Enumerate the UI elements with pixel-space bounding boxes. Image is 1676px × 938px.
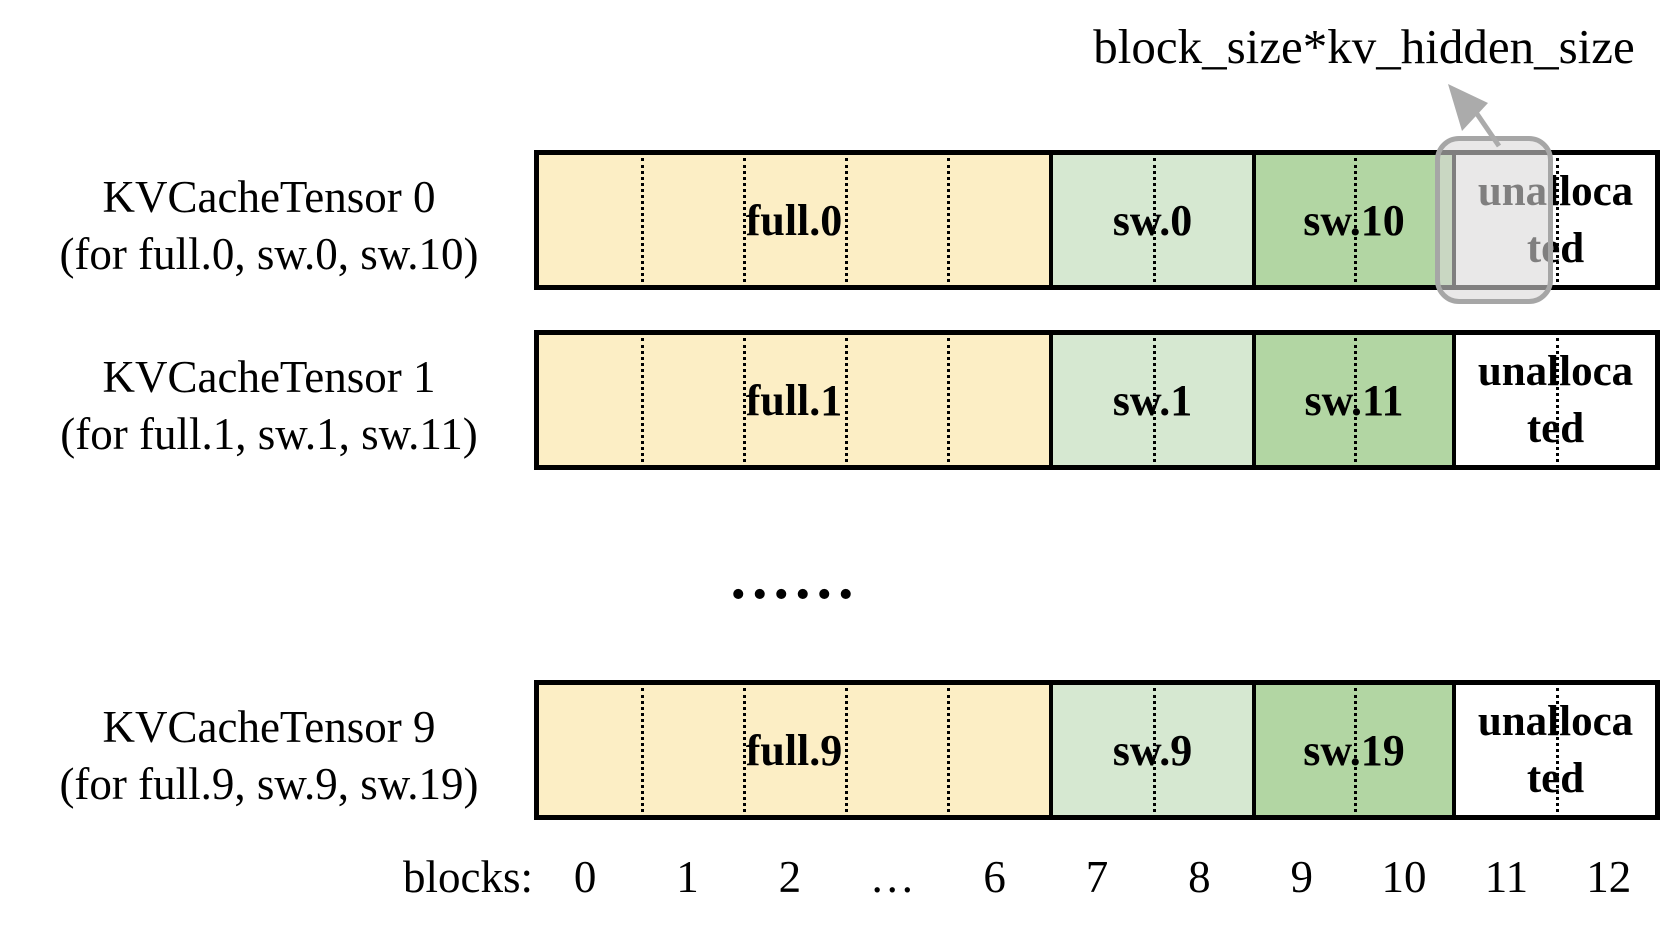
row1-sw-a-segment: sw.1: [1049, 335, 1252, 465]
row1-sw-a-label: sw.1: [1112, 375, 1193, 425]
axis-tick: 7: [1085, 852, 1109, 902]
block-divider: [1555, 338, 1559, 462]
row0-full-segment: full.0: [539, 155, 1049, 285]
row0-label: KVCacheTensor 0 (for full.0, sw.0, sw.10…: [8, 156, 530, 296]
row9-sw-a-segment: sw.9: [1049, 685, 1252, 815]
block-divider: [1555, 688, 1559, 812]
row9-tensor-bar: full.9 sw.9 sw.19 unalloca ted: [534, 680, 1660, 820]
block-divider: [641, 688, 644, 812]
block-divider: [1152, 338, 1156, 462]
row0-sw-b-segment: sw.10: [1252, 155, 1452, 285]
row1-unallocated-segment: unalloca ted: [1452, 335, 1655, 465]
row0-sw-b-label: sw.10: [1303, 195, 1405, 245]
block-divider: [1152, 688, 1156, 812]
row9-subtitle: (for full.9, sw.9, sw.19): [59, 759, 479, 809]
axis-tick: 10: [1381, 852, 1427, 902]
block-divider: [1555, 158, 1559, 282]
block-divider: [1354, 338, 1357, 462]
arrowhead-icon: [1448, 84, 1488, 131]
block-divider: [743, 338, 746, 462]
row1-title: KVCacheTensor 1: [102, 352, 436, 402]
row1-sw-b-segment: sw.11: [1252, 335, 1452, 465]
block-divider: [947, 688, 950, 812]
axis-tick: 8: [1188, 852, 1211, 902]
row1-subtitle: (for full.1, sw.1, sw.11): [60, 409, 478, 459]
block-divider: [1354, 158, 1357, 282]
axis-tick: 0: [573, 852, 597, 902]
row1-unallocated-label: unalloca ted: [1477, 348, 1634, 452]
axis-tick: 12: [1586, 852, 1632, 902]
row1-full-label: full.1: [745, 375, 843, 425]
block-divider: [845, 688, 848, 812]
block-highlight-box: [1435, 136, 1553, 304]
axis-tick: 11: [1484, 852, 1529, 902]
axis-tick: 1: [676, 852, 699, 902]
block-divider: [947, 338, 950, 462]
block-divider: [641, 158, 644, 282]
rows-ellipsis: ......: [730, 544, 860, 612]
row0-full-label: full.0: [745, 195, 843, 245]
block-divider: [845, 158, 848, 282]
block-divider: [743, 688, 746, 812]
axis-tick: 2: [778, 852, 802, 902]
row9-label: KVCacheTensor 9 (for full.9, sw.9, sw.19…: [8, 686, 530, 826]
block-divider: [743, 158, 746, 282]
row9-unallocated-segment: unalloca ted: [1452, 685, 1655, 815]
block-divider: [1354, 688, 1357, 812]
row1-tensor-bar: full.1 sw.1 sw.11 unalloca ted: [534, 330, 1660, 470]
row1-sw-b-label: sw.11: [1304, 375, 1404, 425]
row0-title: KVCacheTensor 0: [102, 172, 436, 222]
row0-sw-a-label: sw.0: [1112, 195, 1193, 245]
row9-sw-b-label: sw.19: [1303, 725, 1405, 775]
row9-unallocated-label: unalloca ted: [1477, 698, 1634, 802]
block-divider: [641, 338, 644, 462]
block-divider: [845, 338, 848, 462]
row9-full-segment: full.9: [539, 685, 1049, 815]
axis-tick: 6: [983, 852, 1006, 902]
row1-full-segment: full.1: [539, 335, 1049, 465]
block-divider: [947, 158, 950, 282]
row9-full-label: full.9: [745, 725, 843, 775]
row9-sw-b-segment: sw.19: [1252, 685, 1452, 815]
block-size-annotation: block_size*kv_hidden_size: [1093, 19, 1635, 74]
axis-tick: 9: [1290, 852, 1313, 902]
blocks-axis-label: blocks:: [403, 852, 533, 902]
row1-label: KVCacheTensor 1 (for full.1, sw.1, sw.11…: [8, 336, 530, 476]
row0-subtitle: (for full.0, sw.0, sw.10): [59, 229, 479, 279]
block-divider: [1152, 158, 1156, 282]
axis-tick: …: [869, 852, 915, 902]
row0-sw-a-segment: sw.0: [1049, 155, 1252, 285]
row9-sw-a-label: sw.9: [1112, 725, 1193, 775]
row9-title: KVCacheTensor 9: [102, 702, 436, 752]
